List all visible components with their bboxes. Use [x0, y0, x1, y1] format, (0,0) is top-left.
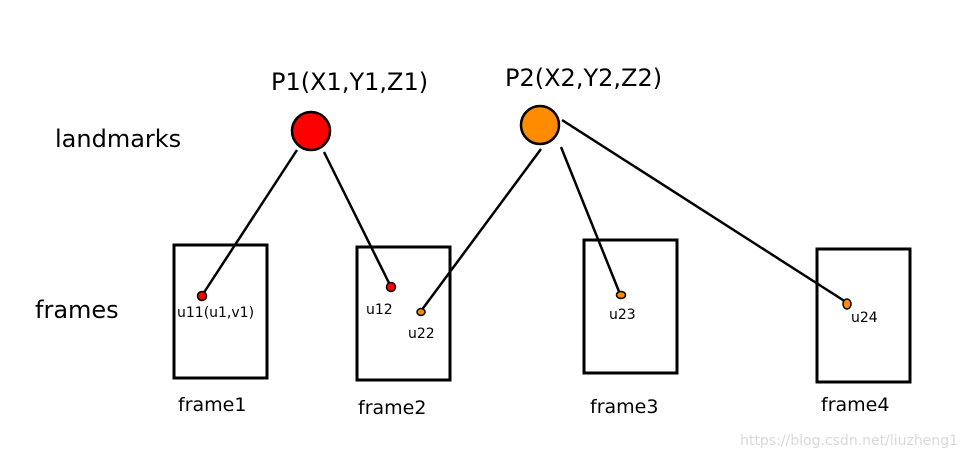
observation-u23-dot: [615, 290, 627, 300]
frame3-label: frame3: [590, 396, 658, 418]
landmarks-row-label: landmarks: [55, 125, 181, 153]
projection-line-p2-u24: [561, 118, 847, 304]
landmark-p1-circle: [290, 110, 332, 152]
landmark-p1-label: P1(X1,Y1,Z1): [271, 68, 428, 96]
observation-u12-dot: [385, 281, 397, 293]
projection-line-p1-u12: [322, 151, 392, 286]
frame4-label: frame4: [821, 394, 889, 416]
frame4-box: [815, 247, 912, 384]
observation-u24-label: u24: [851, 310, 878, 326]
observation-u12-label: u12: [366, 302, 393, 318]
frame1-label: frame1: [178, 394, 246, 416]
frame2-box: [355, 245, 452, 382]
observation-u22-label: u22: [408, 326, 435, 342]
frame2-label: frame2: [358, 397, 426, 419]
landmark-p2-label: P2(X2,Y2,Z2): [505, 64, 662, 92]
frames-row-label: frames: [35, 296, 119, 324]
observation-u11-dot: [196, 290, 208, 302]
observation-u22-dot: [416, 307, 426, 317]
frame1-box: [172, 243, 269, 380]
observation-u11-label: u11(u1,v1): [177, 305, 254, 321]
projection-line-p2-u23: [559, 146, 622, 295]
observation-u23-label: u23: [609, 307, 636, 323]
frame3-box: [582, 238, 679, 375]
projection-line-p1-u11: [201, 149, 299, 295]
watermark-text: https://blog.csdn.net/liuzheng1: [740, 433, 958, 449]
projection-line-p2-u22: [419, 148, 543, 312]
observation-u24-dot: [842, 298, 852, 310]
landmark-p2-circle: [519, 104, 561, 146]
